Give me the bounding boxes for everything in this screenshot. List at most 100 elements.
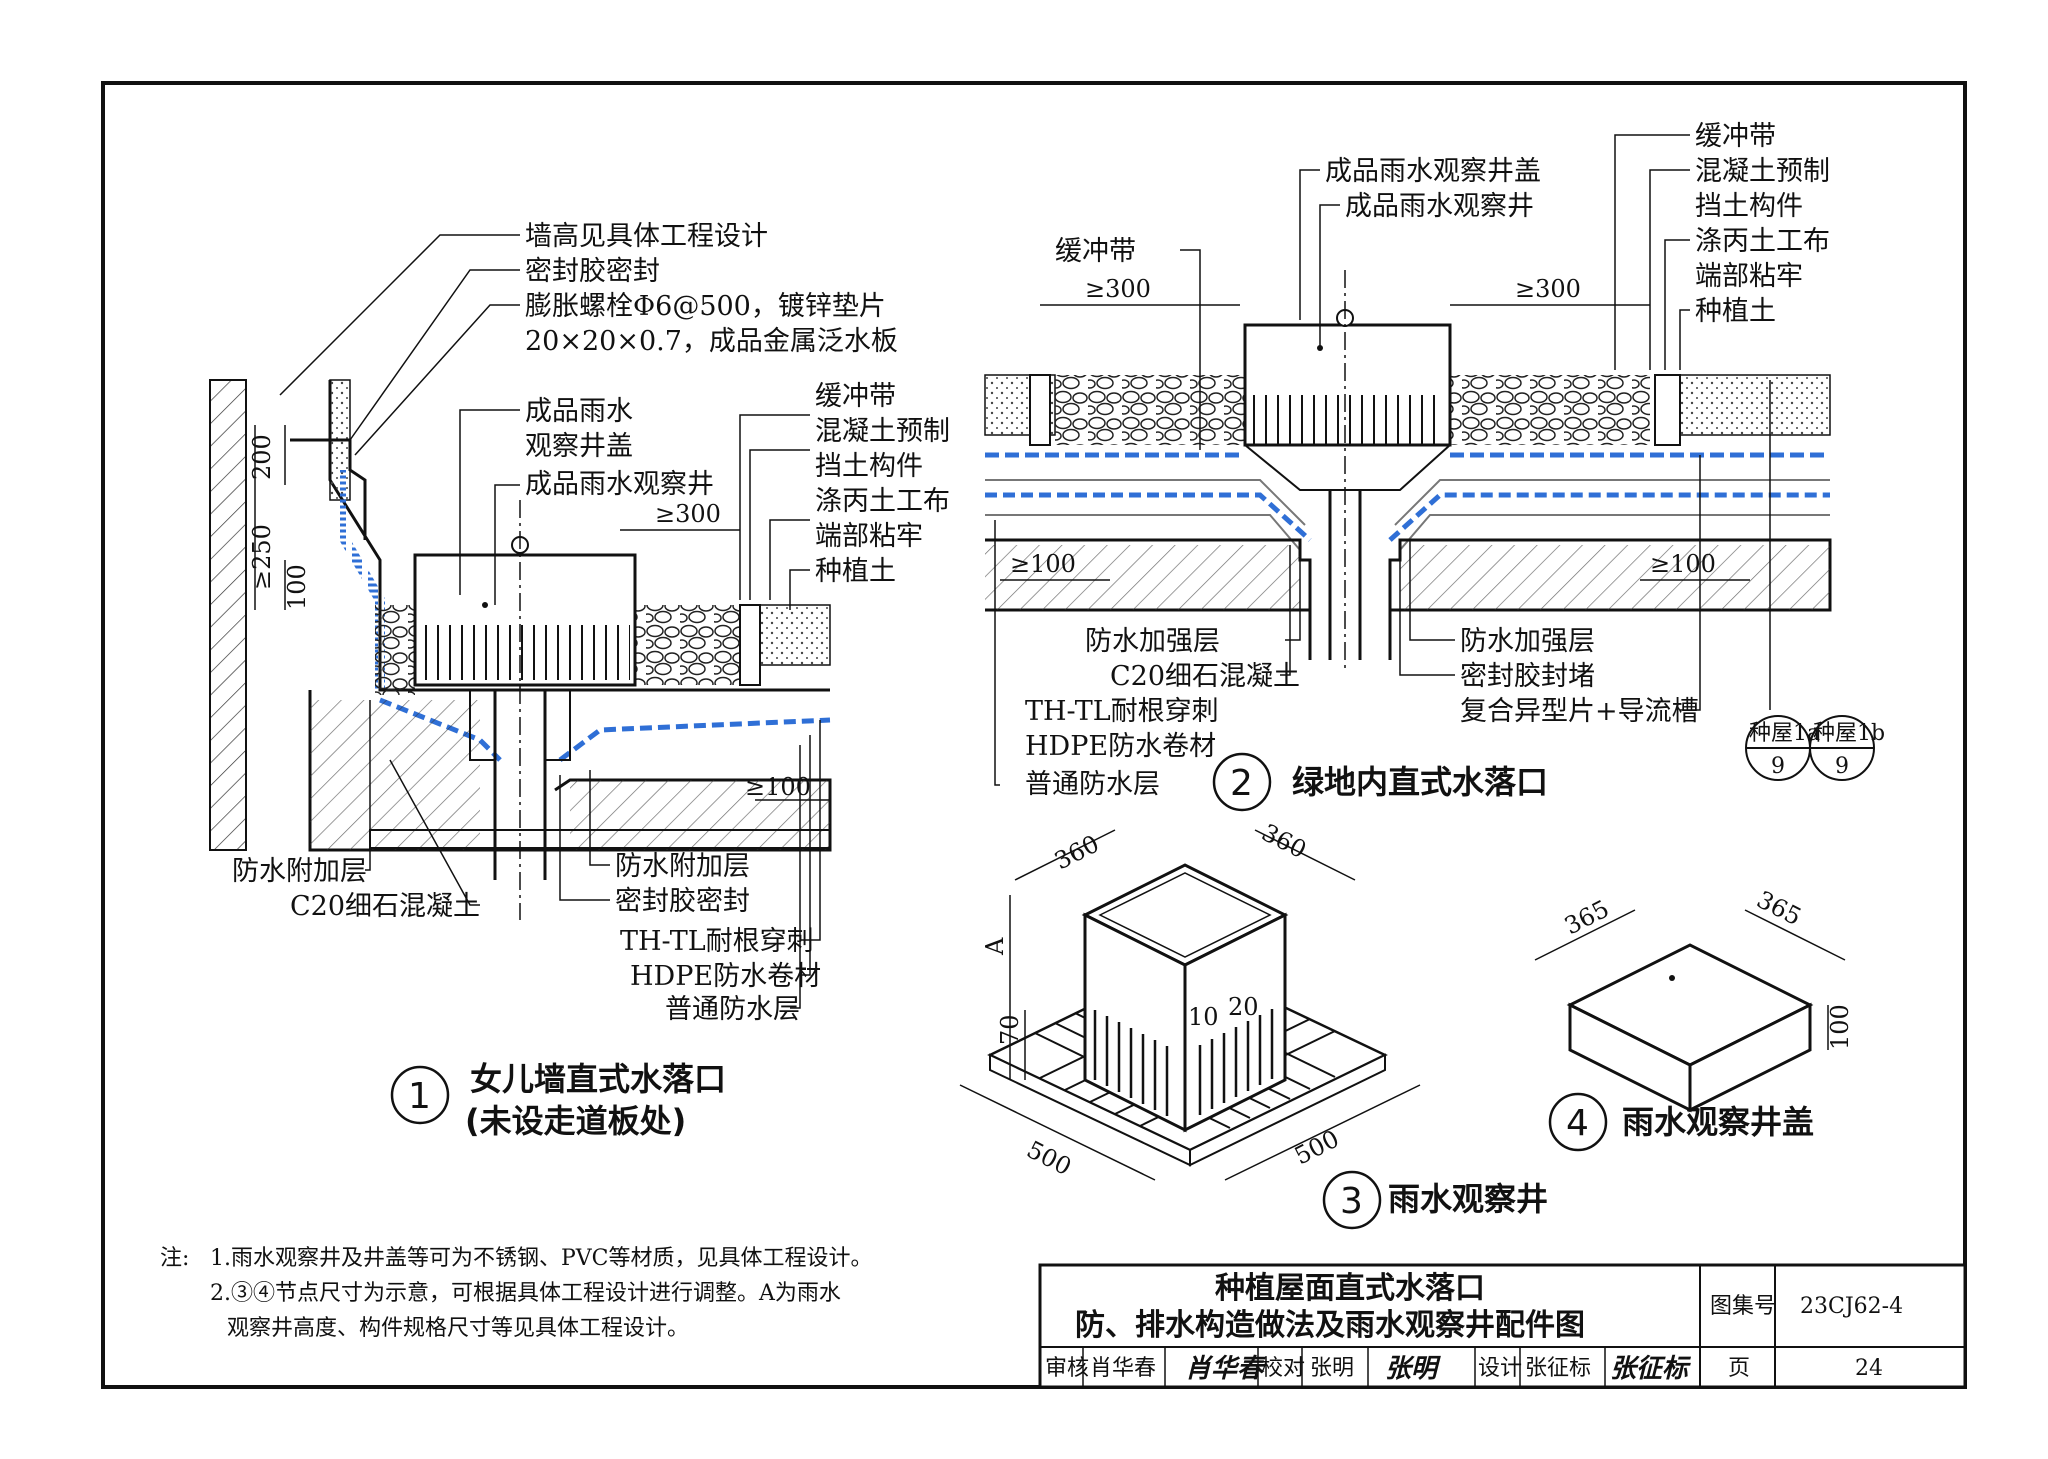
atlas-no-label: 图集号: [1710, 1294, 1776, 1319]
d1-label: 挡土构件: [815, 451, 923, 482]
d1-label: 混凝土预制: [815, 416, 950, 447]
detail-1-labels: 墙高见具体工程设计 密封胶密封 膨胀螺栓Φ6@500，镀锌垫片 20×20×0.…: [232, 221, 950, 1140]
reviewer-name: 肖华春: [1090, 1356, 1156, 1381]
d3-dim: 360: [1257, 818, 1311, 864]
d2-dim: ≥300: [1515, 275, 1581, 303]
d3-dim: A: [981, 937, 1009, 956]
note-line: 2.③④节点尺寸为示意，可根据具体工程设计进行调整。A为雨水: [210, 1281, 841, 1306]
d1-dim: ≥100: [745, 773, 811, 801]
d3-dim: 70: [996, 1014, 1024, 1045]
d1-label: 种植土: [815, 556, 896, 587]
d3-dim: 500: [1290, 1125, 1344, 1171]
d2-label: 普通防水层: [1025, 769, 1160, 800]
d2-label: 成品雨水观察井盖: [1325, 156, 1541, 187]
d1-number: 1: [408, 1076, 431, 1117]
note-line: 观察井高度、构件规格尺寸等见具体工程设计。: [227, 1316, 689, 1341]
check-label: 校对: [1261, 1356, 1305, 1381]
page-label: 页: [1728, 1356, 1750, 1381]
d2-dim: ≥100: [1650, 550, 1716, 578]
d3-dim: 360: [1050, 830, 1104, 876]
d2-label: 缓冲带: [1695, 121, 1776, 152]
d2-label: 防水加强层: [1085, 626, 1220, 657]
d1-label: 20×20×0.7，成品金属泛水板: [525, 326, 898, 357]
d2-label: 密封胶封堵: [1460, 661, 1595, 692]
ref-page: 9: [1771, 754, 1785, 779]
d2-label: 成品雨水观察井: [1345, 191, 1534, 222]
ref-label: 种屋1a: [1749, 721, 1820, 746]
note-line: 1.雨水观察井及井盖等可为不锈钢、PVC等材质，见具体工程设计。: [210, 1246, 873, 1271]
notes: 注: 1.雨水观察井及井盖等可为不锈钢、PVC等材质，见具体工程设计。 2.③④…: [160, 1246, 873, 1341]
designer-signature: 张征标: [1610, 1354, 1692, 1384]
d3-number: 3: [1340, 1181, 1363, 1222]
d1-label: 密封胶密封: [525, 256, 660, 287]
d1-label: C20细石混凝土: [290, 891, 480, 922]
d1-label: HDPE防水卷材: [630, 961, 821, 992]
d1-label: 端部粘牢: [815, 521, 923, 552]
d4-dim: 365: [1752, 885, 1806, 931]
title-block: 种植屋面直式水落口 防、排水构造做法及雨水观察井配件图 图集号 23CJ62-4…: [1038, 1263, 1967, 1389]
atlas-no: 23CJ62-4: [1800, 1294, 1903, 1319]
d1-dim: ≥250: [248, 524, 276, 590]
d1-number-circle: [390, 1065, 450, 1125]
d2-label: 混凝土预制: [1695, 156, 1830, 187]
d3-dim: 500: [1022, 1135, 1076, 1181]
d3-dim: 10: [1188, 1003, 1219, 1031]
sheet-border: [101, 81, 1967, 1389]
d2-label: 复合异型片+导流槽: [1460, 696, 1699, 727]
d1-label: 墙高见具体工程设计: [525, 221, 768, 252]
page-number: 24: [1855, 1356, 1883, 1381]
drawing-title-line1: 种植屋面直式水落口: [1215, 1271, 1485, 1306]
d1-label: 防水附加层: [232, 856, 367, 887]
d3-number-circle: [1322, 1170, 1382, 1230]
d3-title: 雨水观察井: [1388, 1180, 1548, 1218]
d1-dim: 200: [248, 434, 276, 480]
d4-title: 雨水观察井盖: [1622, 1103, 1814, 1141]
ref-label: 种屋1b: [1813, 721, 1885, 746]
d2-label: 端部粘牢: [1695, 261, 1803, 292]
d3-dim: 20: [1228, 993, 1259, 1021]
checker-name: 张明: [1310, 1356, 1354, 1381]
d1-subtitle: (未设走道板处): [465, 1102, 686, 1140]
d1-label: 缓冲带: [815, 381, 896, 412]
d1-label: 成品雨水观察井: [525, 469, 714, 500]
d1-label: 观察井盖: [525, 431, 633, 462]
detail-2-labels: 成品雨水观察井盖 成品雨水观察井 缓冲带 缓冲带 混凝土预制 挡土构件 涤丙土工…: [1010, 121, 1885, 812]
d2-label: 缓冲带: [1055, 236, 1136, 267]
d1-dim: ≥300: [655, 500, 721, 528]
d1-label: 成品雨水: [525, 396, 633, 427]
notes-prefix: 注:: [160, 1246, 189, 1271]
d2-number: 2: [1230, 763, 1253, 804]
design-label: 设计: [1478, 1356, 1522, 1381]
d2-label: 种植土: [1695, 296, 1776, 327]
d1-label: 涤丙土工布: [815, 486, 950, 517]
d2-dim: ≥100: [1010, 550, 1076, 578]
d2-dim: ≥300: [1085, 275, 1151, 303]
drawing-title-line2: 防、排水构造做法及雨水观察井配件图: [1075, 1308, 1585, 1343]
d2-label: 防水加强层: [1460, 626, 1595, 657]
d4-number: 4: [1566, 1103, 1589, 1144]
detail-2-section: [984, 134, 1832, 786]
review-label: 审核: [1045, 1356, 1089, 1381]
d2-title: 绿地内直式水落口: [1292, 763, 1548, 801]
d1-label: 普通防水层: [665, 994, 800, 1025]
d1-dim: 100: [283, 564, 311, 610]
d1-label: TH-TL耐根穿刺: [620, 926, 814, 957]
detail-3-iso-well: [959, 829, 1421, 1181]
d1-title: 女儿墙直式水落口: [470, 1060, 726, 1098]
d4-dim: 100: [1826, 1004, 1854, 1050]
d2-label: 涤丙土工布: [1695, 226, 1830, 257]
d1-label: 膨胀螺栓Φ6@500，镀锌垫片: [525, 291, 886, 322]
d2-label: C20细石混凝土: [1110, 661, 1300, 692]
detail-4-iso-cover: [1534, 909, 1846, 1113]
d2-label: 挡土构件: [1695, 191, 1803, 222]
designer-name: 张征标: [1525, 1356, 1591, 1381]
d1-label: 密封胶密封: [615, 886, 750, 917]
ref-page: 9: [1835, 754, 1849, 779]
d2-number-circle: [1212, 752, 1272, 812]
d2-label: TH-TL耐根穿刺: [1025, 696, 1219, 727]
d4-number-circle: [1548, 1092, 1608, 1152]
checker-signature: 张明: [1385, 1354, 1441, 1384]
d1-label: 防水附加层: [615, 851, 750, 882]
d2-label: HDPE防水卷材: [1025, 731, 1216, 762]
